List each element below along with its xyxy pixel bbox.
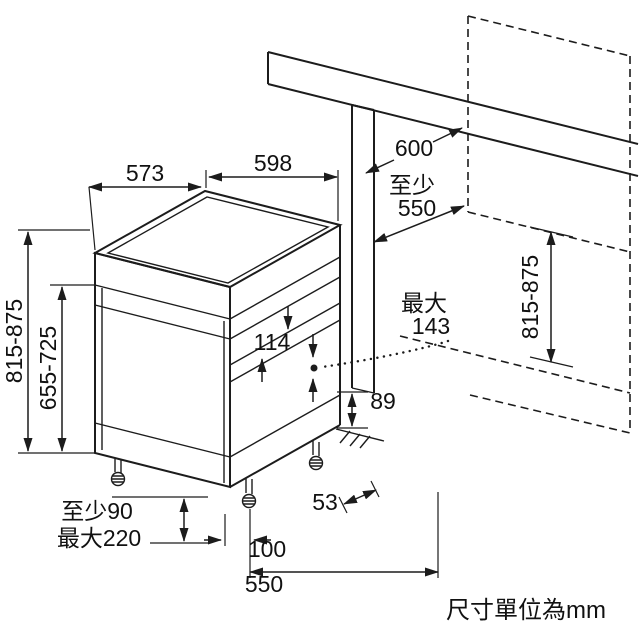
floor-hatch [339,430,371,449]
dim-line-53 [343,489,377,505]
label-53: 53 [312,489,338,515]
dimension-height-right [529,226,574,368]
dimension-598 [205,170,339,221]
side-kick-line [229,394,341,458]
front-left-foot-stem [114,459,122,473]
niche-top-back-edge [467,15,631,57]
label-min-550-value: 550 [398,195,436,221]
ext-line-573 [88,186,96,251]
reference-point-143 [310,364,318,372]
label-573: 573 [126,160,164,186]
label-plinth-max: 最大220 [57,525,141,551]
ext-line-right-bottom [529,356,574,368]
ext-line-53-right [370,480,380,498]
feet [110,441,324,509]
front-right-foot-stem [245,478,253,494]
label-600: 600 [395,135,433,161]
back-right-foot-thread [309,459,323,467]
top-face-inner-lid [106,196,330,284]
label-max-143-prefix: 最大 [401,290,447,316]
front-right-foot-thread [242,497,256,505]
leader-dotted-143 [320,339,450,369]
label-598: 598 [254,150,292,176]
dim-line-600-right [432,127,463,143]
side-door-line-1 [229,302,341,366]
unit-note: 尺寸單位為mm [446,597,606,624]
panel-bottom-edge [351,387,375,394]
dimension-plinth [112,496,208,544]
niche-floor-lower-edge [469,394,631,434]
dimension-100 [204,509,271,578]
panel-top-edge [351,104,375,111]
label-114: 114 [254,329,291,355]
label-min-550-prefix: 至少 [389,172,435,198]
cabinet-side-panel [335,104,385,449]
dimension-max-143 [308,334,450,402]
dimension-600 [365,127,463,174]
dishwasher [92,189,343,489]
dimension-573 [88,182,202,251]
label-655-725: 655-725 [35,326,61,410]
control-panel-top-line [94,284,231,320]
label-89: 89 [370,388,396,414]
dim-line-min-550 [373,205,465,243]
dimension-min-550 [373,205,465,243]
label-plinth-min: 至少90 [61,498,133,524]
dimension-550-bottom [249,492,439,578]
side-panel-line-2 [229,276,341,340]
control-panel-bottom-line [94,304,231,340]
kick-plate-line [94,422,231,458]
side-bottom-edge [229,424,341,488]
back-right-foot-stem [312,441,320,456]
ext-line-53-left [338,496,348,514]
dimension-114 [257,306,293,382]
label-815-875-right: 815-875 [517,255,543,339]
dimension-53 [338,480,380,514]
label-550-bottom: 550 [245,571,283,597]
dim-line-600-left [365,159,395,174]
dimension-height-left [18,229,95,454]
label-100: 100 [248,536,286,562]
countertop-top-edge [267,51,639,145]
niche-floor-edge [399,335,631,394]
dimension-89 [337,391,368,429]
front-left-foot-thread [111,475,125,483]
label-815-875-left: 815-875 [1,299,27,383]
label-max-143-value: 143 [412,313,450,339]
side-door-line-2 [229,319,341,383]
niche-dashed-outline [399,15,631,434]
countertop [267,51,639,177]
ext-line-right-top [529,226,574,238]
side-panel-line-1 [229,256,341,320]
